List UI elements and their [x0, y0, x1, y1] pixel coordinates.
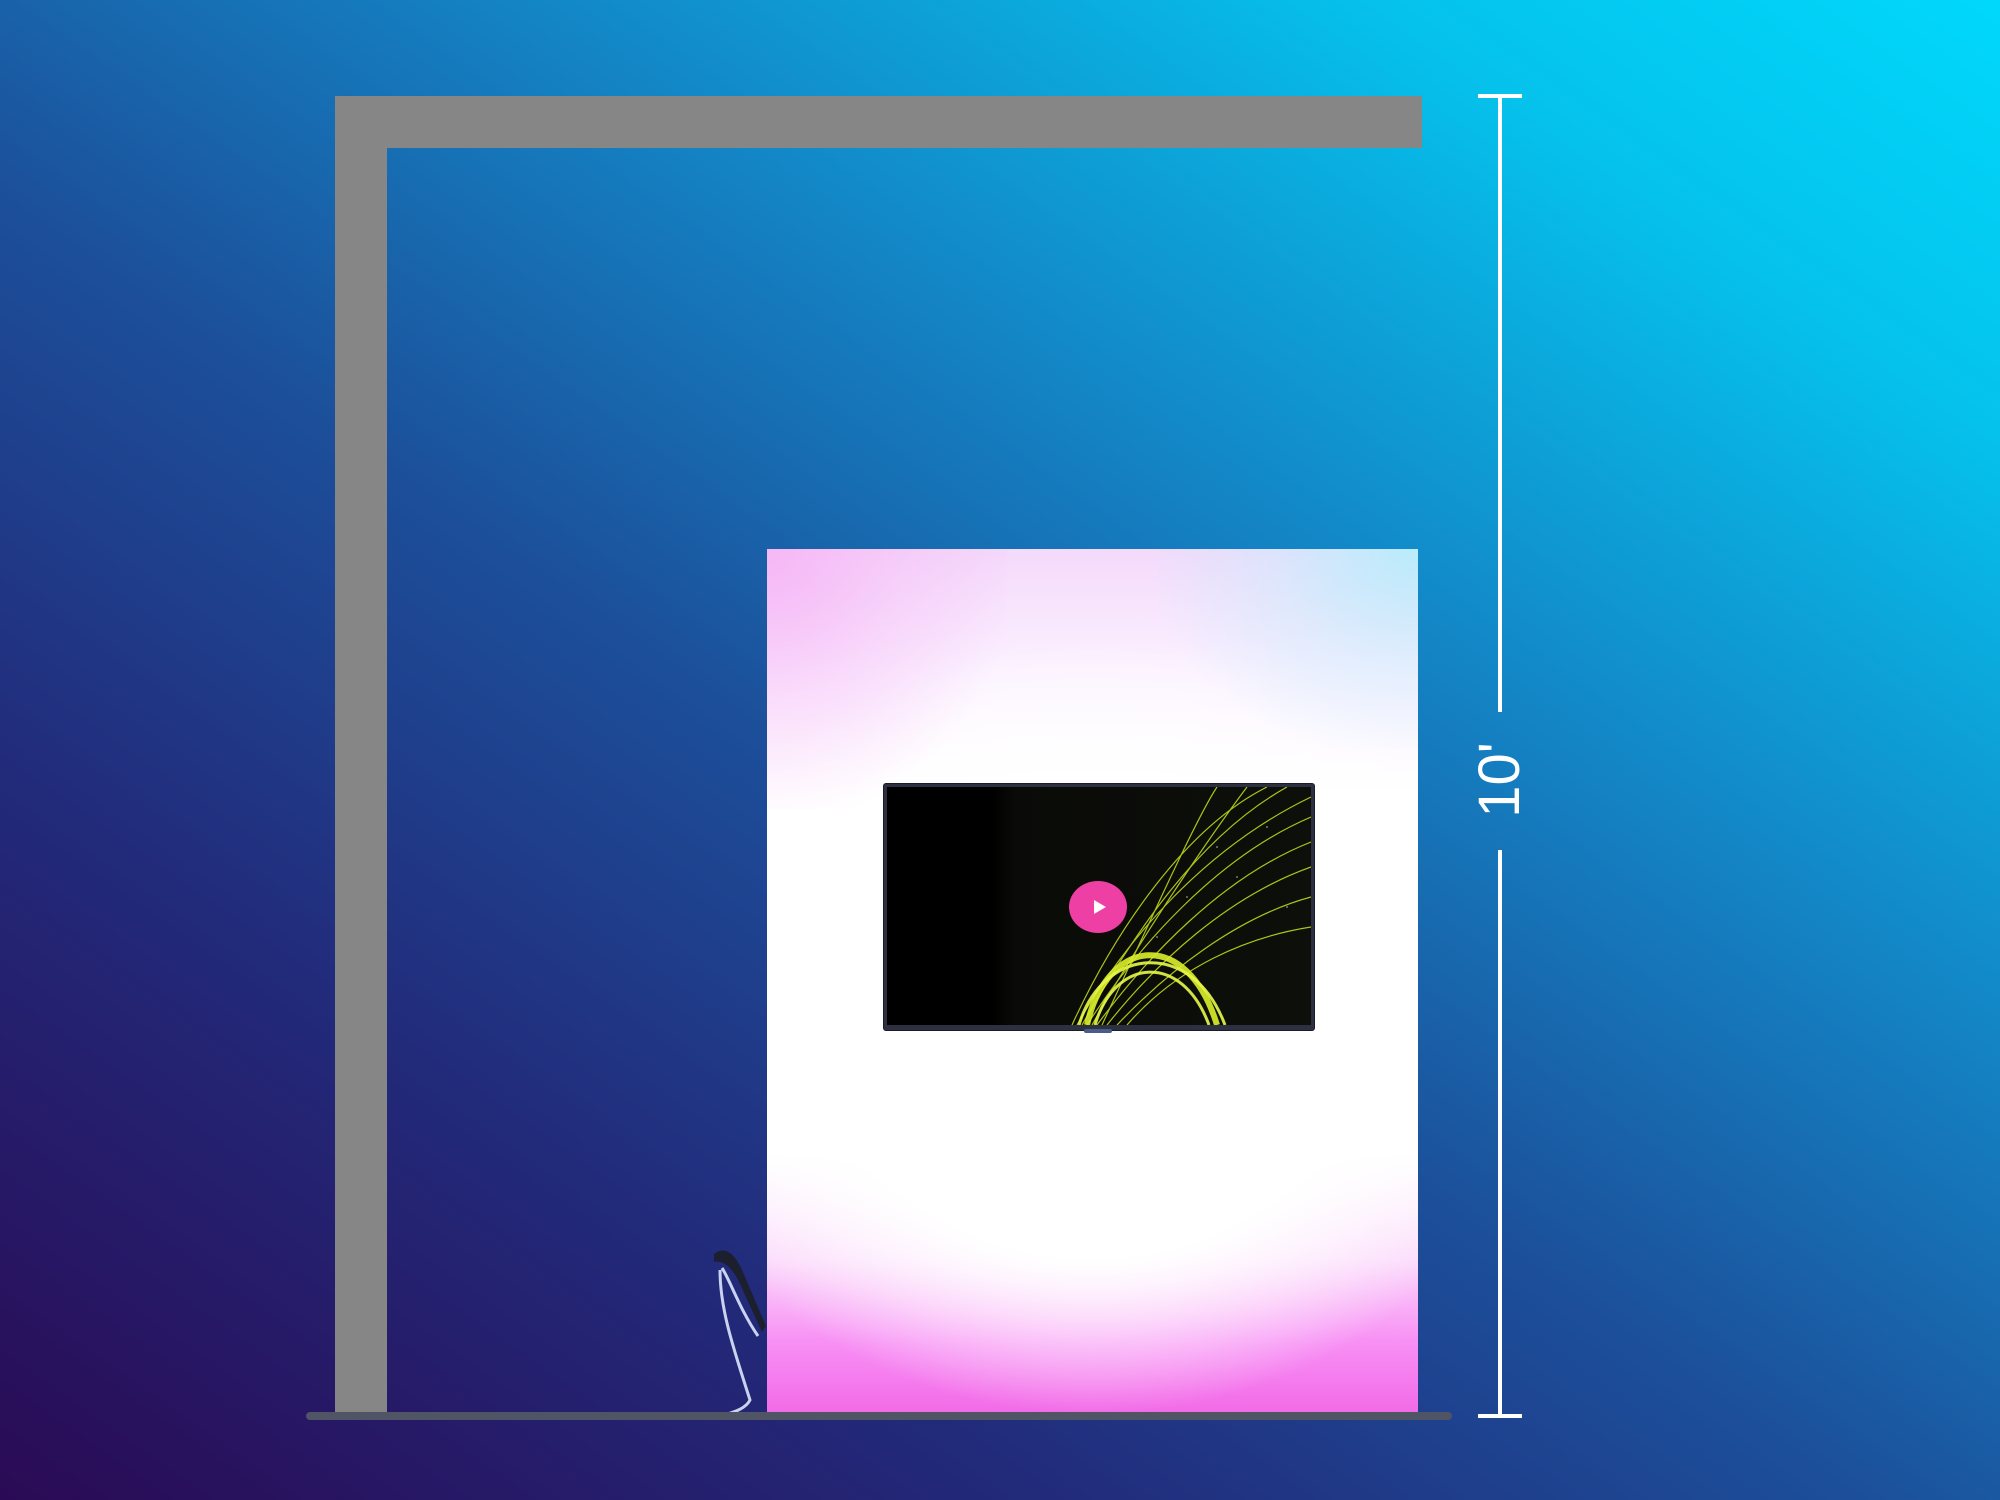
dimension-line-upper	[1498, 96, 1502, 712]
frame-vertical-post	[335, 96, 387, 1416]
play-icon	[1093, 900, 1106, 914]
floor-plate	[306, 1412, 1452, 1420]
panel-cyan-glow	[1158, 549, 1418, 749]
monitor-foot	[1084, 1029, 1112, 1033]
light-streaks-graphic	[1071, 787, 1311, 1025]
dimension-label: 10'	[1467, 742, 1532, 818]
play-button[interactable]	[1069, 881, 1127, 933]
panel-pink-glow	[767, 549, 1007, 809]
dimension-line-lower	[1498, 850, 1502, 1417]
dimension-tick-bottom	[1478, 1414, 1522, 1418]
stool-silhouette	[700, 1240, 780, 1420]
frame-horizontal-beam	[335, 96, 1422, 148]
